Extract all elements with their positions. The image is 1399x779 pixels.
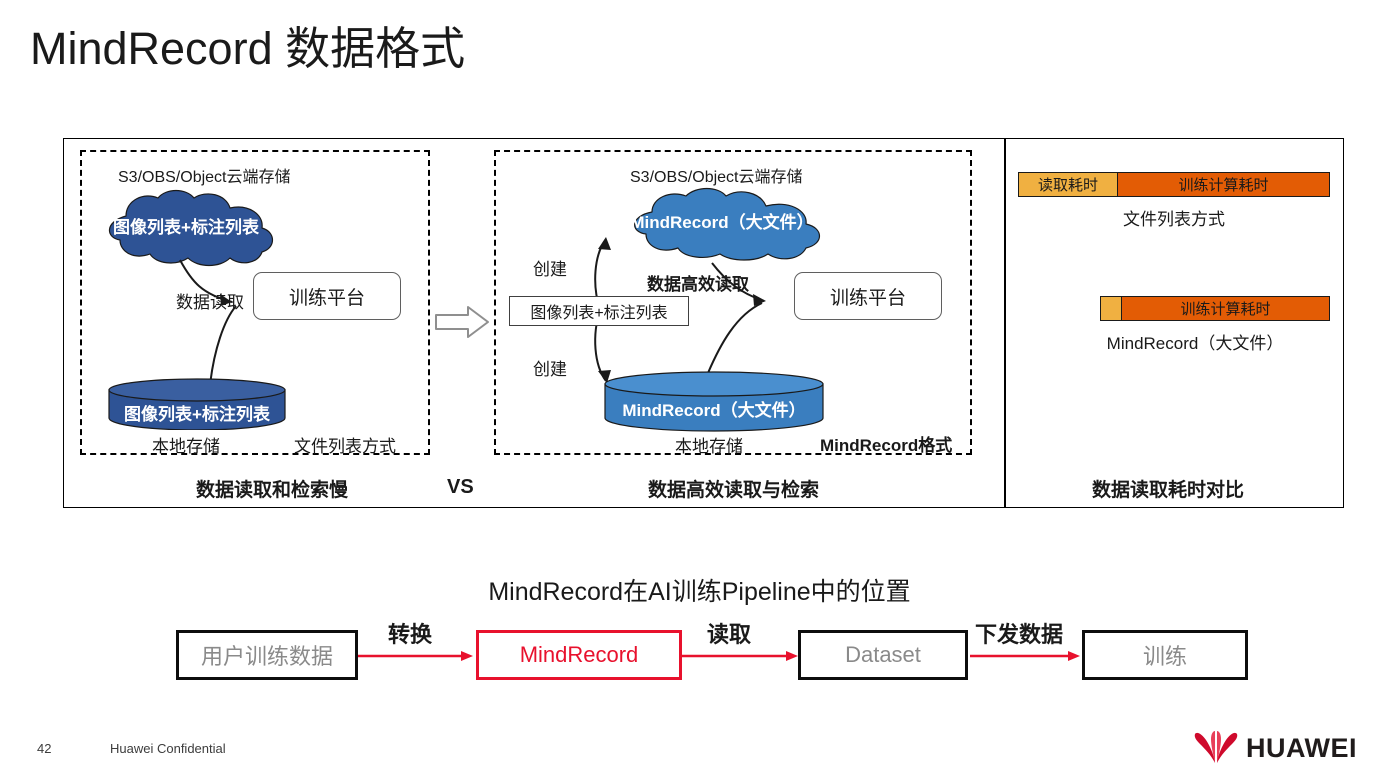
right-local-storage-label: 本地存储 xyxy=(675,437,743,456)
page-number: 42 xyxy=(37,741,52,756)
timing-bar-caption-mindrecord: MindRecord（大文件） xyxy=(1106,334,1284,353)
mindrecord-flow-dashed-region xyxy=(494,150,972,455)
right-cylinder-label: MindRecord（大文件） xyxy=(622,401,806,420)
right-list-box: 图像列表+标注列表 xyxy=(509,296,689,326)
timing-bar-read-segment xyxy=(1100,296,1122,321)
transition-arrow-icon xyxy=(435,306,489,338)
left-mode-label: 文件列表方式 xyxy=(294,437,396,456)
right-create-label-top: 创建 xyxy=(533,260,567,279)
timing-bar-caption-filelist: 文件列表方式 xyxy=(1123,210,1225,229)
timing-bar-train-segment: 训练计算耗时 xyxy=(1118,172,1330,197)
right-training-platform-box: 训练平台 xyxy=(794,272,942,320)
huawei-flower-icon xyxy=(1194,731,1238,763)
huawei-logo: HUAWEI xyxy=(1194,731,1357,765)
confidential-notice: Huawei Confidential xyxy=(110,741,226,756)
pipeline-arrow-label-dispatch: 下发数据 xyxy=(975,622,1064,647)
timing-bar-read-segment: 读取耗时 xyxy=(1018,172,1118,197)
right-training-platform-label: 训练平台 xyxy=(829,287,906,309)
right-format-label: MindRecord格式 xyxy=(820,436,953,455)
pipeline-node-label: 训练 xyxy=(1142,644,1187,669)
timing-bar-row-filelist: 读取耗时 训练计算耗时 xyxy=(1018,172,1330,197)
left-cylinder-shape: 图像列表+标注列表 xyxy=(107,378,287,430)
left-cloud-shape: 图像列表+标注列表 xyxy=(86,186,286,268)
left-local-storage-label: 本地存储 xyxy=(152,437,220,456)
pipeline-node-label: Dataset xyxy=(845,642,921,667)
left-training-platform-label: 训练平台 xyxy=(288,287,365,309)
pipeline-node-dataset[interactable]: Dataset xyxy=(798,630,968,680)
pipeline-node-mindrecord[interactable]: MindRecord xyxy=(476,630,682,680)
left-read-arrow-label: 数据读取 xyxy=(176,293,244,312)
timing-comparison-panel xyxy=(1005,138,1344,508)
timing-panel-caption: 数据读取耗时对比 xyxy=(1092,480,1245,501)
right-cloud-label: MindRecord（大文件） xyxy=(630,213,814,232)
right-create-label-bottom: 创建 xyxy=(533,360,567,379)
right-cylinder-shape: MindRecord（大文件） xyxy=(603,370,825,432)
left-cylinder-label: 图像列表+标注列表 xyxy=(124,405,270,424)
left-cloud-label: 图像列表+标注列表 xyxy=(113,218,259,237)
right-caption: 数据高效读取与检索 xyxy=(648,480,820,501)
pipeline-node-user-data[interactable]: 用户训练数据 xyxy=(176,630,358,680)
left-training-platform-box: 训练平台 xyxy=(253,272,401,320)
vs-label: VS xyxy=(447,476,474,498)
pipeline-node-training[interactable]: 训练 xyxy=(1082,630,1248,680)
page-title: MindRecord 数据格式 xyxy=(30,23,466,74)
huawei-wordmark: HUAWEI xyxy=(1246,732,1357,763)
right-list-box-label: 图像列表+标注列表 xyxy=(530,305,668,322)
right-cloud-storage-label: S3/OBS/Object云端存储 xyxy=(630,169,803,186)
timing-bar-row-mindrecord: 训练计算耗时 xyxy=(1100,296,1330,321)
timing-bar-train-segment: 训练计算耗时 xyxy=(1122,296,1330,321)
pipeline-node-label: 用户训练数据 xyxy=(200,644,333,669)
pipeline-title: MindRecord在AI训练Pipeline中的位置 xyxy=(488,578,911,606)
right-read-label: 数据高效读取 xyxy=(647,275,749,294)
pipeline-node-label: MindRecord xyxy=(519,642,639,667)
legacy-flow-dashed-region xyxy=(80,150,430,455)
pipeline-arrow-label-read: 读取 xyxy=(707,622,752,647)
left-caption: 数据读取和检索慢 xyxy=(196,480,349,501)
pipeline-arrow-label-convert: 转换 xyxy=(388,622,433,647)
left-cloud-storage-label: S3/OBS/Object云端存储 xyxy=(118,169,291,186)
right-cloud-shape: MindRecord（大文件） xyxy=(608,186,836,262)
